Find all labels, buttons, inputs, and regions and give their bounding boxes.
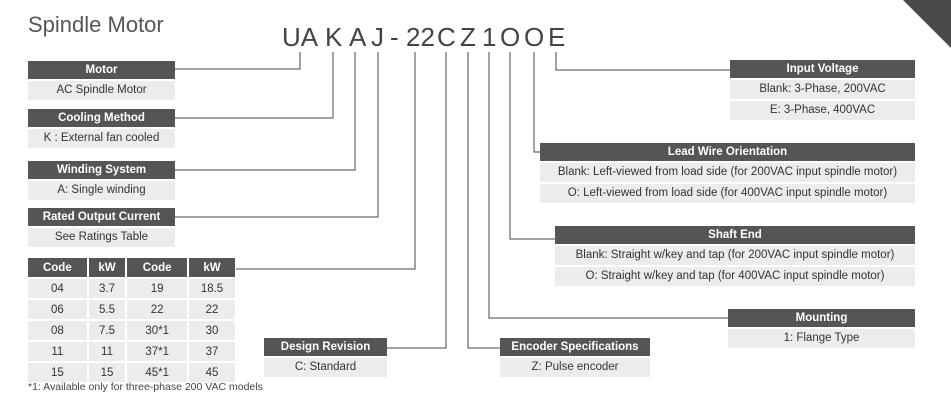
code-segment-1: 1 xyxy=(482,22,497,52)
line-voltage xyxy=(555,52,730,71)
table-cell: 06 xyxy=(28,298,89,320)
leadwire-header: Lead Wire Orientation xyxy=(540,143,915,161)
line-motor xyxy=(175,52,301,70)
line-leadwire xyxy=(533,52,540,153)
line-rated xyxy=(175,52,379,218)
encoder-header: Encoder Specifications xyxy=(500,338,650,356)
mounting-row: 1: Flange Type xyxy=(728,327,915,348)
code-segment-ua: UA xyxy=(282,22,319,52)
ratings-header-row: Code kW Code kW xyxy=(28,258,235,278)
shaft-box: Shaft End Blank: Straight w/key and tap … xyxy=(555,226,915,286)
line-winding xyxy=(175,52,356,171)
motor-header: Motor xyxy=(28,61,175,79)
winding-header: Winding System xyxy=(28,161,175,179)
code-segment-k: K xyxy=(325,22,343,52)
line-encoder xyxy=(467,52,500,349)
encoder-row: Z: Pulse encoder xyxy=(500,356,650,377)
table-cell: 04 xyxy=(28,277,89,299)
motor-box: Motor AC Spindle Motor xyxy=(28,61,175,100)
voltage-row: Blank: 3-Phase, 200VAC xyxy=(730,78,915,99)
rated-row: See Ratings Table xyxy=(28,226,175,247)
table-cell: 15 xyxy=(87,361,128,382)
cooling-header: Cooling Method xyxy=(28,109,175,127)
mounting-header: Mounting xyxy=(728,309,915,327)
ratings-col-kw: kW xyxy=(188,258,235,278)
table-row: 15 15 45*1 45 xyxy=(28,361,235,382)
line-shaft xyxy=(509,52,555,240)
table-row: 08 7.5 30*1 30 xyxy=(28,319,235,341)
rated-header: Rated Output Current xyxy=(28,208,175,226)
table-cell: 7.5 xyxy=(87,319,128,341)
ratings-col-code: Code xyxy=(126,258,190,278)
encoder-box: Encoder Specifications Z: Pulse encoder xyxy=(500,338,650,377)
voltage-box: Input Voltage Blank: 3-Phase, 200VAC E: … xyxy=(730,60,915,120)
table-cell: 3.7 xyxy=(87,277,128,299)
table-cell: 19 xyxy=(126,277,190,299)
motor-row: AC Spindle Motor xyxy=(28,79,175,100)
code-segment-z: Z xyxy=(460,22,476,52)
winding-box: Winding System A: Single winding xyxy=(28,161,175,200)
code-segment-o2: O xyxy=(524,22,545,52)
table-cell: 22 xyxy=(126,298,190,320)
table-row: 11 11 37*1 37 xyxy=(28,340,235,362)
table-cell: 11 xyxy=(28,340,89,362)
line-design xyxy=(387,52,447,349)
voltage-header: Input Voltage xyxy=(730,60,915,78)
leadwire-row: Blank: Left-viewed from load side (for 2… xyxy=(540,161,915,182)
ratings-col-code: Code xyxy=(28,258,89,278)
winding-row: A: Single winding xyxy=(28,179,175,200)
code-segment-j: J xyxy=(371,22,384,52)
rated-box: Rated Output Current See Ratings Table xyxy=(28,208,175,247)
table-cell: 45 xyxy=(188,361,235,382)
shaft-row: O: Straight w/key and tap (for 400VAC in… xyxy=(555,265,915,286)
code-segment-22: 22 xyxy=(406,22,435,52)
code-segment-a: A xyxy=(349,22,367,52)
code-segment-c: C xyxy=(437,22,456,52)
design-row: C: Standard xyxy=(264,356,387,377)
shaft-row: Blank: Straight w/key and tap (for 200VA… xyxy=(555,244,915,265)
table-cell: 5.5 xyxy=(87,298,128,320)
code-segment-o1: O xyxy=(500,22,521,52)
design-box: Design Revision C: Standard xyxy=(264,338,387,377)
shaft-header: Shaft End xyxy=(555,226,915,244)
table-cell: 15 xyxy=(28,361,89,382)
table-cell: 30 xyxy=(188,319,235,341)
voltage-row: E: 3-Phase, 400VAC xyxy=(730,99,915,120)
table-row: 04 3.7 19 18.5 xyxy=(28,277,235,299)
design-header: Design Revision xyxy=(264,338,387,356)
leadwire-row: O: Left-viewed from load side (for 400VA… xyxy=(540,182,915,203)
cooling-box: Cooling Method K : External fan cooled xyxy=(28,109,175,148)
corner-decoration xyxy=(903,0,951,48)
footnote: *1: Available only for three-phase 200 V… xyxy=(28,381,263,393)
table-cell: 30*1 xyxy=(126,319,190,341)
leadwire-box: Lead Wire Orientation Blank: Left-viewed… xyxy=(540,143,915,203)
cooling-row: K : External fan cooled xyxy=(28,127,175,148)
page-title: Spindle Motor xyxy=(28,12,164,37)
table-cell: 18.5 xyxy=(188,277,235,299)
code-segment-dash: - xyxy=(390,22,399,52)
line-cooling xyxy=(175,52,334,119)
line-table xyxy=(236,52,416,270)
table-cell: 22 xyxy=(188,298,235,320)
table-row: 06 5.5 22 22 xyxy=(28,298,235,320)
table-cell: 45*1 xyxy=(126,361,190,382)
table-cell: 08 xyxy=(28,319,89,341)
ratings-col-kw: kW xyxy=(87,258,128,278)
table-cell: 37*1 xyxy=(126,340,190,362)
line-mounting xyxy=(488,52,728,319)
mounting-box: Mounting 1: Flange Type xyxy=(728,309,915,348)
ratings-table: Code kW Code kW 04 3.7 19 18.5 06 5.5 22… xyxy=(28,258,235,382)
code-segment-e: E xyxy=(548,22,566,52)
table-cell: 11 xyxy=(87,340,128,362)
table-cell: 37 xyxy=(188,340,235,362)
